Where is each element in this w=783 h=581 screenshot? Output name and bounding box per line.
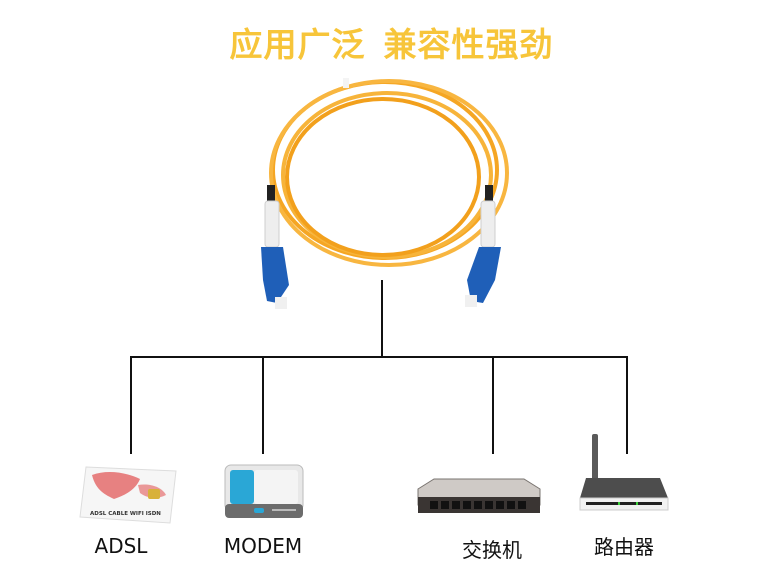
connector-line-router [626, 356, 628, 454]
connector-line-horizontal [130, 356, 628, 358]
device-label-modem: MODEM [223, 534, 303, 558]
lc-connector-left-icon [261, 185, 289, 309]
connector-line-switch [492, 356, 494, 454]
connector-line-modem [262, 356, 264, 454]
device-label-router: 路由器 [594, 535, 654, 559]
headline-part1: 应用广泛 [229, 25, 366, 64]
connector-line-adsl [130, 356, 132, 454]
lc-connector-right-icon [465, 185, 501, 307]
device-label-switch: 交换机 [462, 538, 522, 562]
headline-part2: 兼容性强劲 [383, 25, 554, 64]
modem-icon [222, 462, 306, 522]
device-label-adsl: ADSL [94, 534, 148, 558]
svg-text:ADSL CABLE WIFI ISDN: ADSL CABLE WIFI ISDN [90, 511, 161, 517]
router-icon [578, 432, 670, 514]
fiber-cable-image [255, 75, 515, 315]
connector-line-main [381, 280, 383, 358]
switch-icon [414, 475, 544, 517]
adsl-card-icon: ADSL CABLE WIFI ISDN [78, 465, 178, 527]
headline: 应用广泛兼容性强劲 [0, 18, 783, 66]
